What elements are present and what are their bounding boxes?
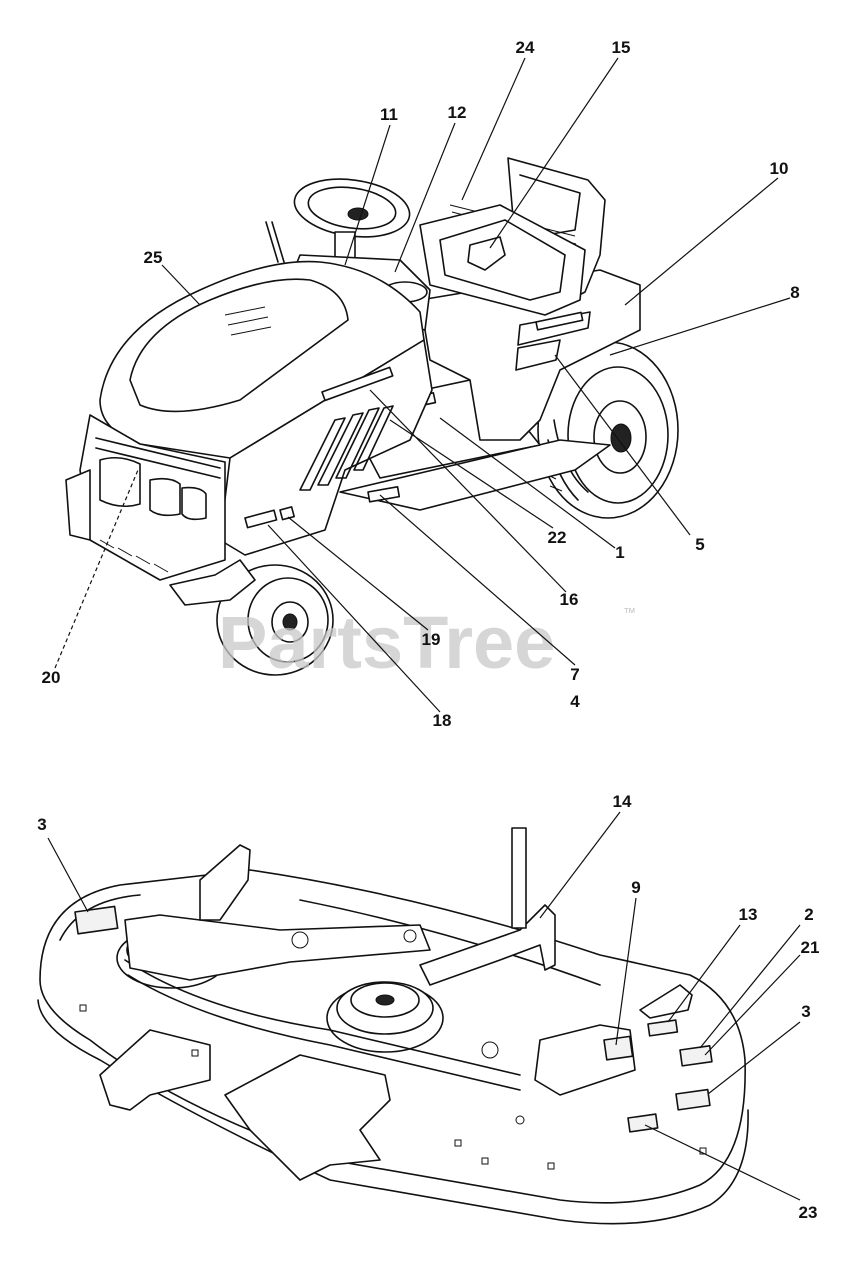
watermark: PartsTree ™ [218,601,636,684]
leader-lines [47,57,801,1201]
callout-3-right: 3 [801,1002,810,1021]
front-tire [216,564,334,676]
grille [65,414,295,581]
deck-holes [79,1004,707,1170]
callout-8: 8 [790,283,799,302]
bracket-arm [419,904,556,986]
decal-21 [679,1045,713,1067]
deck-mount-bracket [199,844,251,921]
callout-13: 13 [739,905,758,924]
callout-25: 25 [144,248,163,267]
tractor-illustration [65,157,679,676]
callout-18: 18 [433,711,452,730]
right-pulley [326,981,444,1053]
callout-11: 11 [380,105,398,124]
watermark-trademark: ™ [623,605,636,620]
callout-7: 7 [570,665,579,684]
callout-4: 4 [570,692,580,711]
callout-9: 9 [631,878,640,897]
callout-10: 10 [770,159,789,178]
belt [124,959,521,1091]
callout-2: 2 [804,905,813,924]
callout-19: 19 [422,630,441,649]
seat [419,157,606,316]
callout-5: 5 [695,535,704,554]
decal-3-right [675,1088,711,1111]
front-hanger-right [224,1054,391,1181]
callout-22: 22 [548,528,567,547]
callout-15: 15 [612,38,631,57]
decal-9 [603,1035,634,1061]
callout-14: 14 [613,792,632,811]
decal-3-left [74,905,119,935]
callout-23: 23 [799,1203,818,1222]
callout-1: 1 [615,543,624,562]
watermark-text: PartsTree [218,601,555,684]
hood [99,260,433,556]
callout-12: 12 [448,103,467,122]
callout-20: 20 [42,668,61,687]
mower-deck-illustration [37,827,749,1225]
callout-21: 21 [801,938,820,957]
decal-13 [647,1019,679,1037]
callout-16: 16 [560,590,579,609]
callout-24: 24 [516,38,535,57]
callout-3-left: 3 [37,815,46,834]
callout-labels: 24 15 11 12 10 8 25 22 1 5 16 19 7 20 4 … [37,38,819,1222]
front-hanger-left [99,1029,211,1111]
